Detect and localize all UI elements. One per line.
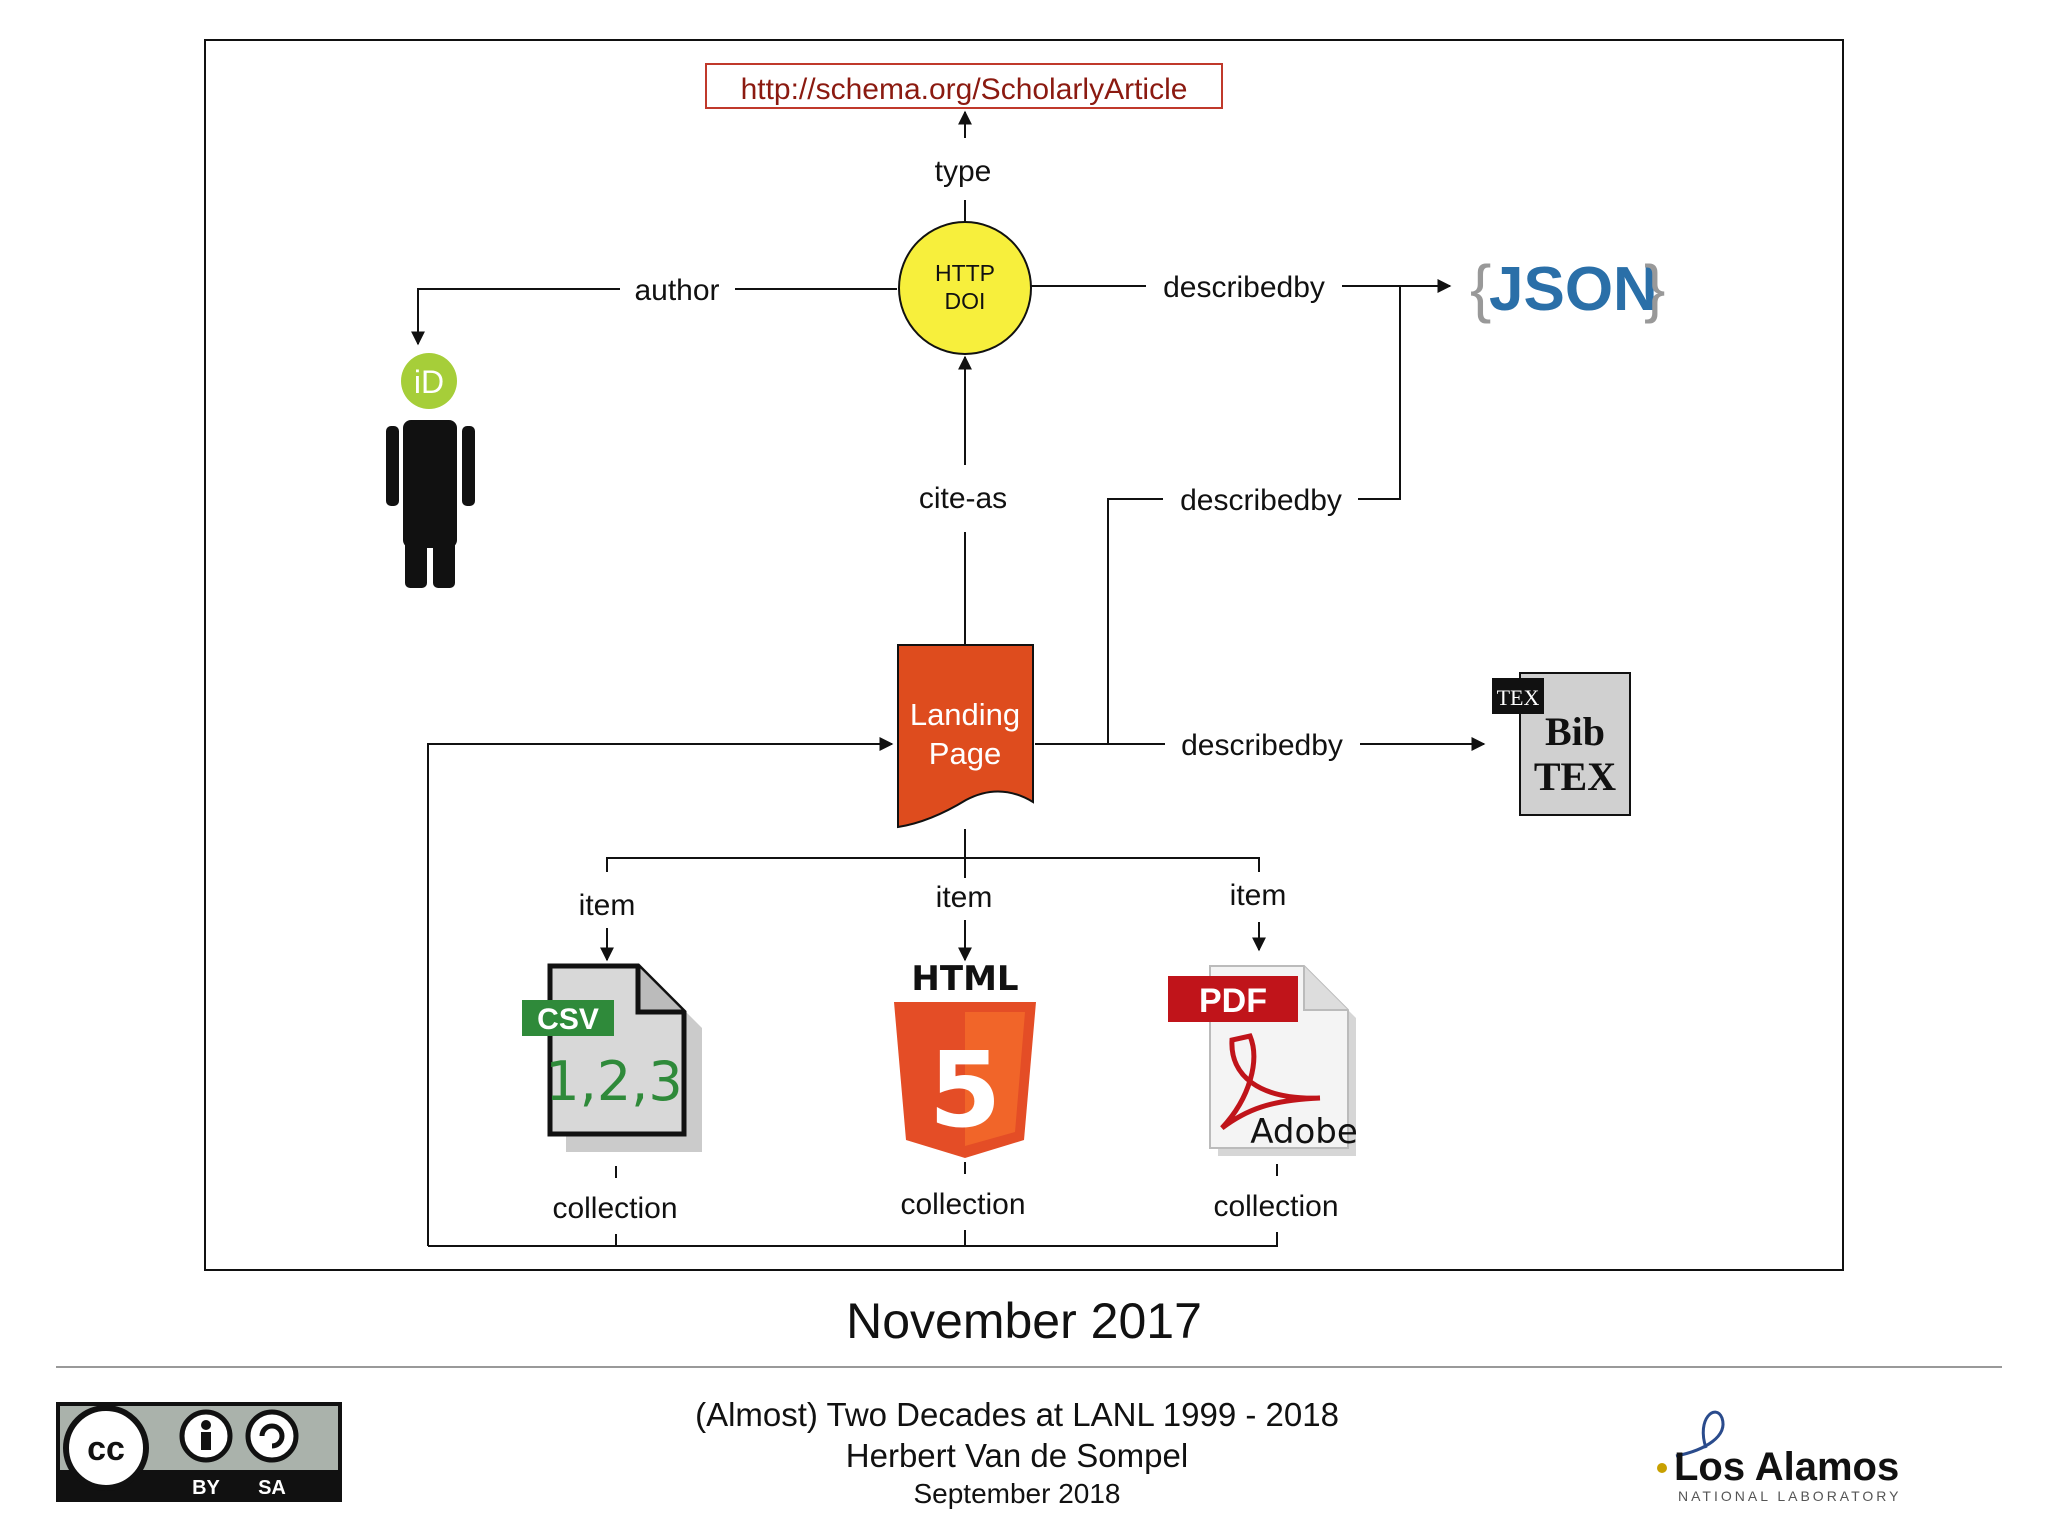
describedby-mid-right-line (1358, 286, 1401, 500)
type-label: type (935, 155, 992, 188)
json-text: JSON (1489, 255, 1658, 324)
footer-author: Herbert Van de Sompel (845, 1437, 1189, 1474)
lanl-logo: Los Alamos NATIONAL LABORATORY (1657, 1410, 1902, 1504)
html5-icon: HTML 5 (894, 959, 1036, 1158)
item-pdf-label: item (1230, 879, 1287, 912)
doi-line1: HTTP (935, 260, 995, 286)
pdf-brand: Adobe (1250, 1112, 1358, 1152)
landing-line1: Landing (910, 697, 1020, 732)
pdf-tag: PDF (1199, 982, 1267, 1020)
html-glyph: 5 (929, 1029, 1001, 1151)
describedby-top-label: describedby (1163, 271, 1325, 304)
html-title: HTML (911, 959, 1018, 999)
bibtex-bib: Bib (1545, 709, 1605, 754)
item-branch-bar (606, 857, 1260, 872)
cc-icon (63, 1405, 149, 1491)
collection-html-label: collection (900, 1188, 1025, 1221)
describedby-bottom-label: describedby (1181, 729, 1343, 762)
collection-loop-arrow (427, 737, 894, 1246)
doi-node (898, 221, 1032, 355)
sa-icon (245, 1409, 299, 1463)
csv-numbers: 1,2,3 (545, 1050, 682, 1113)
pdf-icon: PDF Adobe (1168, 965, 1358, 1156)
landing-page-node (897, 644, 1034, 829)
orcid-badge-text: iD (414, 364, 444, 400)
json-open-brace: { (1470, 252, 1491, 324)
bibtex-tex-small: TEX (1497, 685, 1540, 710)
item-html-label: item (936, 881, 993, 914)
lanl-name: Los Alamos (1674, 1445, 1899, 1489)
author-label: author (634, 274, 719, 307)
lanl-sub: NATIONAL LABORATORY (1678, 1488, 1902, 1504)
json-close-brace: } (1644, 252, 1665, 324)
footer-title: (Almost) Two Decades at LANL 1999 - 2018 (695, 1396, 1339, 1433)
diagram: http://schema.org/ScholarlyArticle type … (204, 39, 1844, 1271)
collection-pdf-link (965, 1232, 1278, 1247)
type-url: http://schema.org/ScholarlyArticle (741, 73, 1188, 106)
describedby-mid-label: describedby (1180, 484, 1342, 517)
collection-pdf-label: collection (1213, 1190, 1338, 1223)
lanl-orbit-icon (1675, 1410, 1725, 1458)
json-logo: { JSON } (1470, 252, 1665, 324)
bibtex-tex: TEX (1534, 754, 1616, 799)
landing-line2: Page (929, 736, 1001, 771)
collection-csv-label: collection (552, 1192, 677, 1225)
sa-label: SA (258, 1477, 286, 1499)
type-url-box (705, 63, 1223, 109)
author-line-left (411, 288, 620, 346)
footer-date: September 2018 (913, 1478, 1121, 1509)
bibtex-icon: TEX Bib TEX (1492, 672, 1631, 816)
describedby-mid-left-line (1107, 498, 1163, 744)
item-csv-label: item (579, 889, 636, 922)
orcid-icon (401, 353, 457, 409)
cite-as-label: cite-as (919, 482, 1007, 515)
cc-text: cc (87, 1430, 125, 1468)
csv-tag: CSV (537, 1003, 599, 1036)
doi-line2: DOI (945, 288, 986, 314)
person-icon (386, 420, 475, 588)
footer-divider (56, 1366, 2002, 1368)
slide-caption: November 2017 (846, 1293, 1202, 1349)
by-label: BY (192, 1477, 220, 1499)
cc-license-badge[interactable]: cc BY SA (56, 1402, 342, 1502)
csv-icon: CSV 1,2,3 (522, 963, 702, 1152)
